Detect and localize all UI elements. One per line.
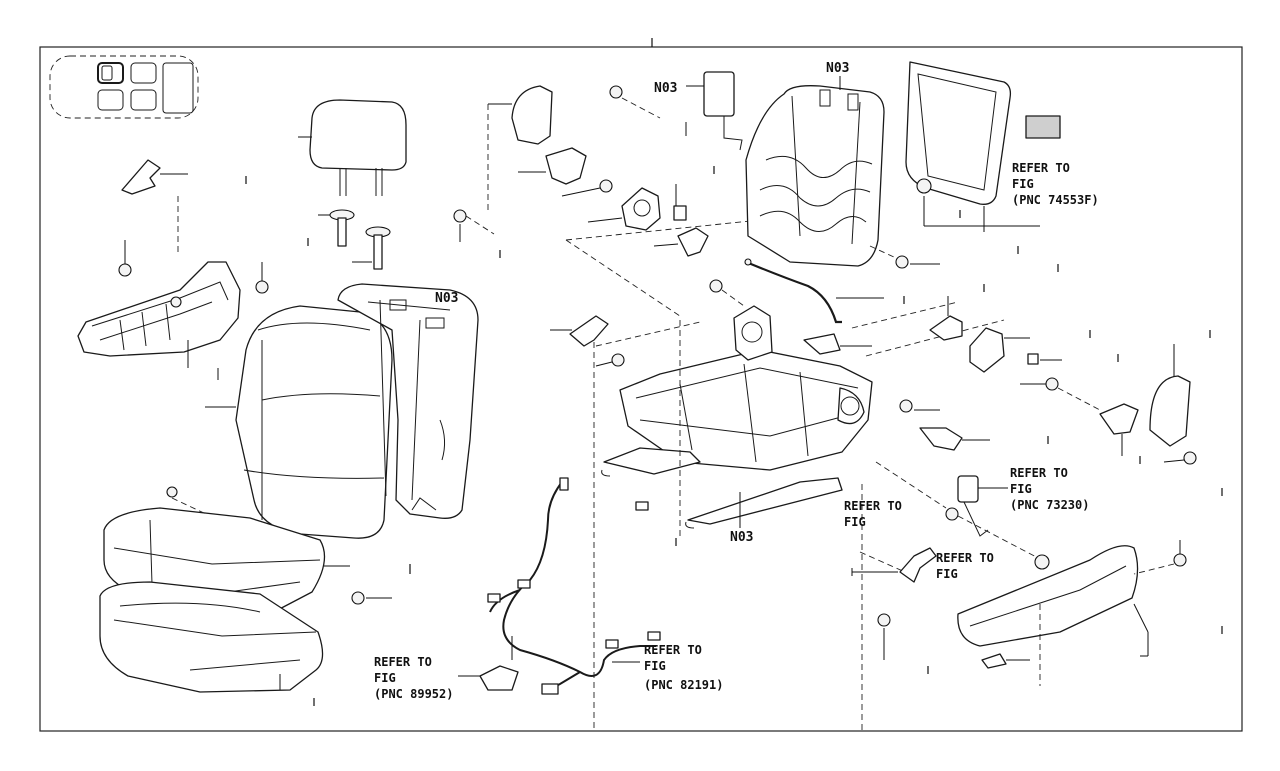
bolt-frame <box>895 255 909 269</box>
label-n03-airbag: N03 <box>654 81 677 96</box>
hinge-cover-inner <box>487 85 553 214</box>
height-lever <box>851 547 937 660</box>
reference-fig-a[interactable]: REFER TO FIG <box>844 499 902 529</box>
recliner-cable <box>744 258 884 324</box>
label-n03-cushion-back: N03 <box>435 291 458 306</box>
svg-text:REFER TO: REFER TO <box>374 655 432 669</box>
svg-text:FIG: FIG <box>374 671 396 685</box>
seatback-cover <box>205 305 393 539</box>
seat-track <box>601 447 843 529</box>
cover-lever-left <box>550 279 745 367</box>
seat-location-inset <box>49 55 199 119</box>
buckle-nut <box>1034 554 1050 570</box>
headrest-support-right <box>352 226 391 270</box>
svg-text:FIG: FIG <box>844 515 866 529</box>
svg-text:REFER TO: REFER TO <box>1012 161 1070 175</box>
reference-fig-b[interactable]: REFER TO FIG <box>936 551 994 581</box>
svg-text:(PNC 82191): (PNC 82191) <box>644 678 723 692</box>
svg-text:REFER TO: REFER TO <box>844 499 902 513</box>
headrest <box>298 99 407 196</box>
svg-text:FIG: FIG <box>936 567 958 581</box>
headrest-support-left <box>318 209 355 247</box>
hinge-cover-outer <box>1149 344 1197 465</box>
bracket-right-upper <box>803 333 872 355</box>
callout-ticks <box>245 166 1223 706</box>
side-shield-upper <box>121 159 188 254</box>
svg-text:REFER TO: REFER TO <box>644 643 702 657</box>
bolt-left <box>118 240 269 294</box>
bolt-cushion <box>351 591 365 605</box>
label-n03-track: N03 <box>730 530 753 545</box>
svg-text:FIG: FIG <box>1010 482 1032 496</box>
svg-text:FIG: FIG <box>644 659 666 673</box>
side-shield-outer <box>957 540 1187 657</box>
label-n03-frame: N03 <box>826 61 849 76</box>
hinge-bracket-outer <box>1020 377 1139 456</box>
reference-pnc-82191[interactable]: REFER TO FIG (PNC 82191) <box>644 643 723 692</box>
svg-text:FIG: FIG <box>1012 177 1034 191</box>
reference-pnc-89952[interactable]: REFER TO FIG (PNC 89952) <box>374 655 453 701</box>
bolt-group-upper <box>453 85 661 242</box>
clip-cushion <box>166 486 178 498</box>
wire-harness <box>487 477 661 695</box>
svg-text:REFER TO: REFER TO <box>1010 466 1068 480</box>
side-airbag <box>685 71 743 151</box>
seat-cushion-pad <box>99 581 324 693</box>
seatback-pad <box>337 283 479 519</box>
side-shield <box>77 261 241 368</box>
seat-frame-lower <box>619 305 873 471</box>
lock-assembly-right <box>899 296 1062 451</box>
reference-pnc-74553f[interactable]: REFER TO FIG (PNC 74553F) <box>1012 161 1099 207</box>
recliner-lever <box>653 227 709 257</box>
reference-pnc-73230[interactable]: REFER TO FIG (PNC 73230) <box>1010 466 1089 512</box>
clip-outer-lower <box>981 604 1041 686</box>
svg-text:(PNC 89952): (PNC 89952) <box>374 687 453 701</box>
svg-text:(PNC 73230): (PNC 73230) <box>1010 498 1089 512</box>
washer <box>945 507 959 521</box>
seatback-board <box>905 61 1061 232</box>
seatback-frame <box>745 76 885 267</box>
connector-block <box>458 665 519 691</box>
recliner-assembly <box>587 184 687 231</box>
hinge-bracket <box>518 147 587 185</box>
svg-text:(PNC 74553F): (PNC 74553F) <box>1012 193 1099 207</box>
svg-text:REFER TO: REFER TO <box>936 551 994 565</box>
diagram-frame <box>39 46 1243 732</box>
seat-belt-buckle <box>957 475 1008 537</box>
